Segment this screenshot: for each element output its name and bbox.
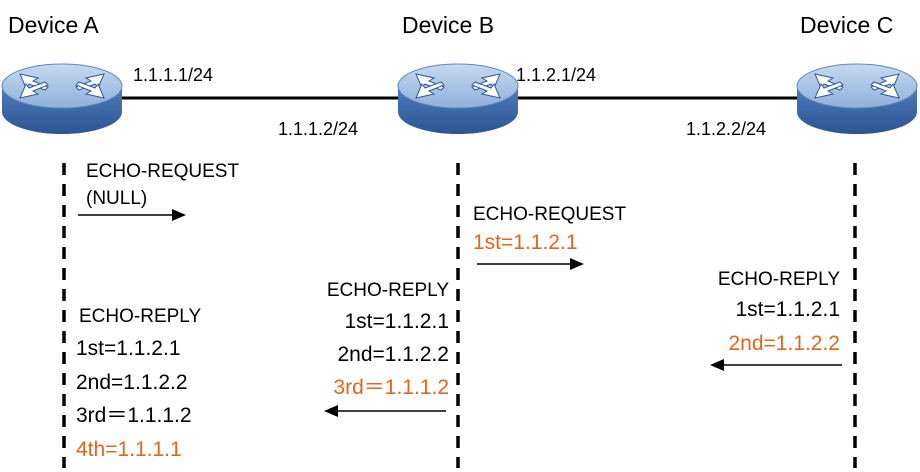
entry-highlight: 1st=1.1.2.1 [473, 231, 578, 254]
router-icon [1, 63, 123, 135]
arrow-head [710, 359, 724, 371]
ip-label: 1.1.2.1/24 [516, 65, 596, 85]
entry: 1st=1.1.2.1 [736, 298, 841, 321]
message-payload: (NULL) [86, 188, 147, 209]
entry-highlight: 4th=1.1.1.1 [76, 438, 182, 461]
entry: 2nd=1.1.2.2 [337, 343, 449, 366]
arrow-head [324, 405, 338, 417]
device-a-label: Device A [8, 12, 99, 38]
device-c-label: Device C [800, 12, 893, 38]
message-title: ECHO-REQUEST [473, 204, 626, 225]
arrow-head [172, 209, 186, 221]
ip-label: 1.1.1.1/24 [133, 65, 213, 85]
message-title: ECHO-REQUEST [86, 161, 239, 182]
entry-highlight: 2nd=1.1.2.2 [728, 332, 840, 355]
router-icon [397, 63, 519, 135]
entry: 1st=1.1.2.1 [345, 310, 450, 333]
ip-label: 1.1.1.2/24 [278, 119, 358, 139]
entry: 2nd=1.1.2.2 [76, 371, 188, 394]
entry: 1st=1.1.2.1 [76, 337, 181, 360]
router-shape [796, 63, 918, 135]
arrow-head [570, 258, 584, 270]
device-b-label: Device B [402, 12, 494, 38]
router-icon [796, 63, 918, 135]
router-shape [397, 63, 519, 135]
message-title: ECHO-REPLY [718, 269, 840, 290]
ip-label: 1.1.2.2/24 [686, 119, 766, 139]
router-shape [1, 63, 123, 135]
entry: 3rd＝1.1.1.2 [76, 404, 192, 427]
message-title: ECHO-REPLY [79, 306, 201, 327]
message-title: ECHO-REPLY [327, 280, 449, 301]
entry-highlight: 3rd＝1.1.1.2 [333, 376, 449, 399]
